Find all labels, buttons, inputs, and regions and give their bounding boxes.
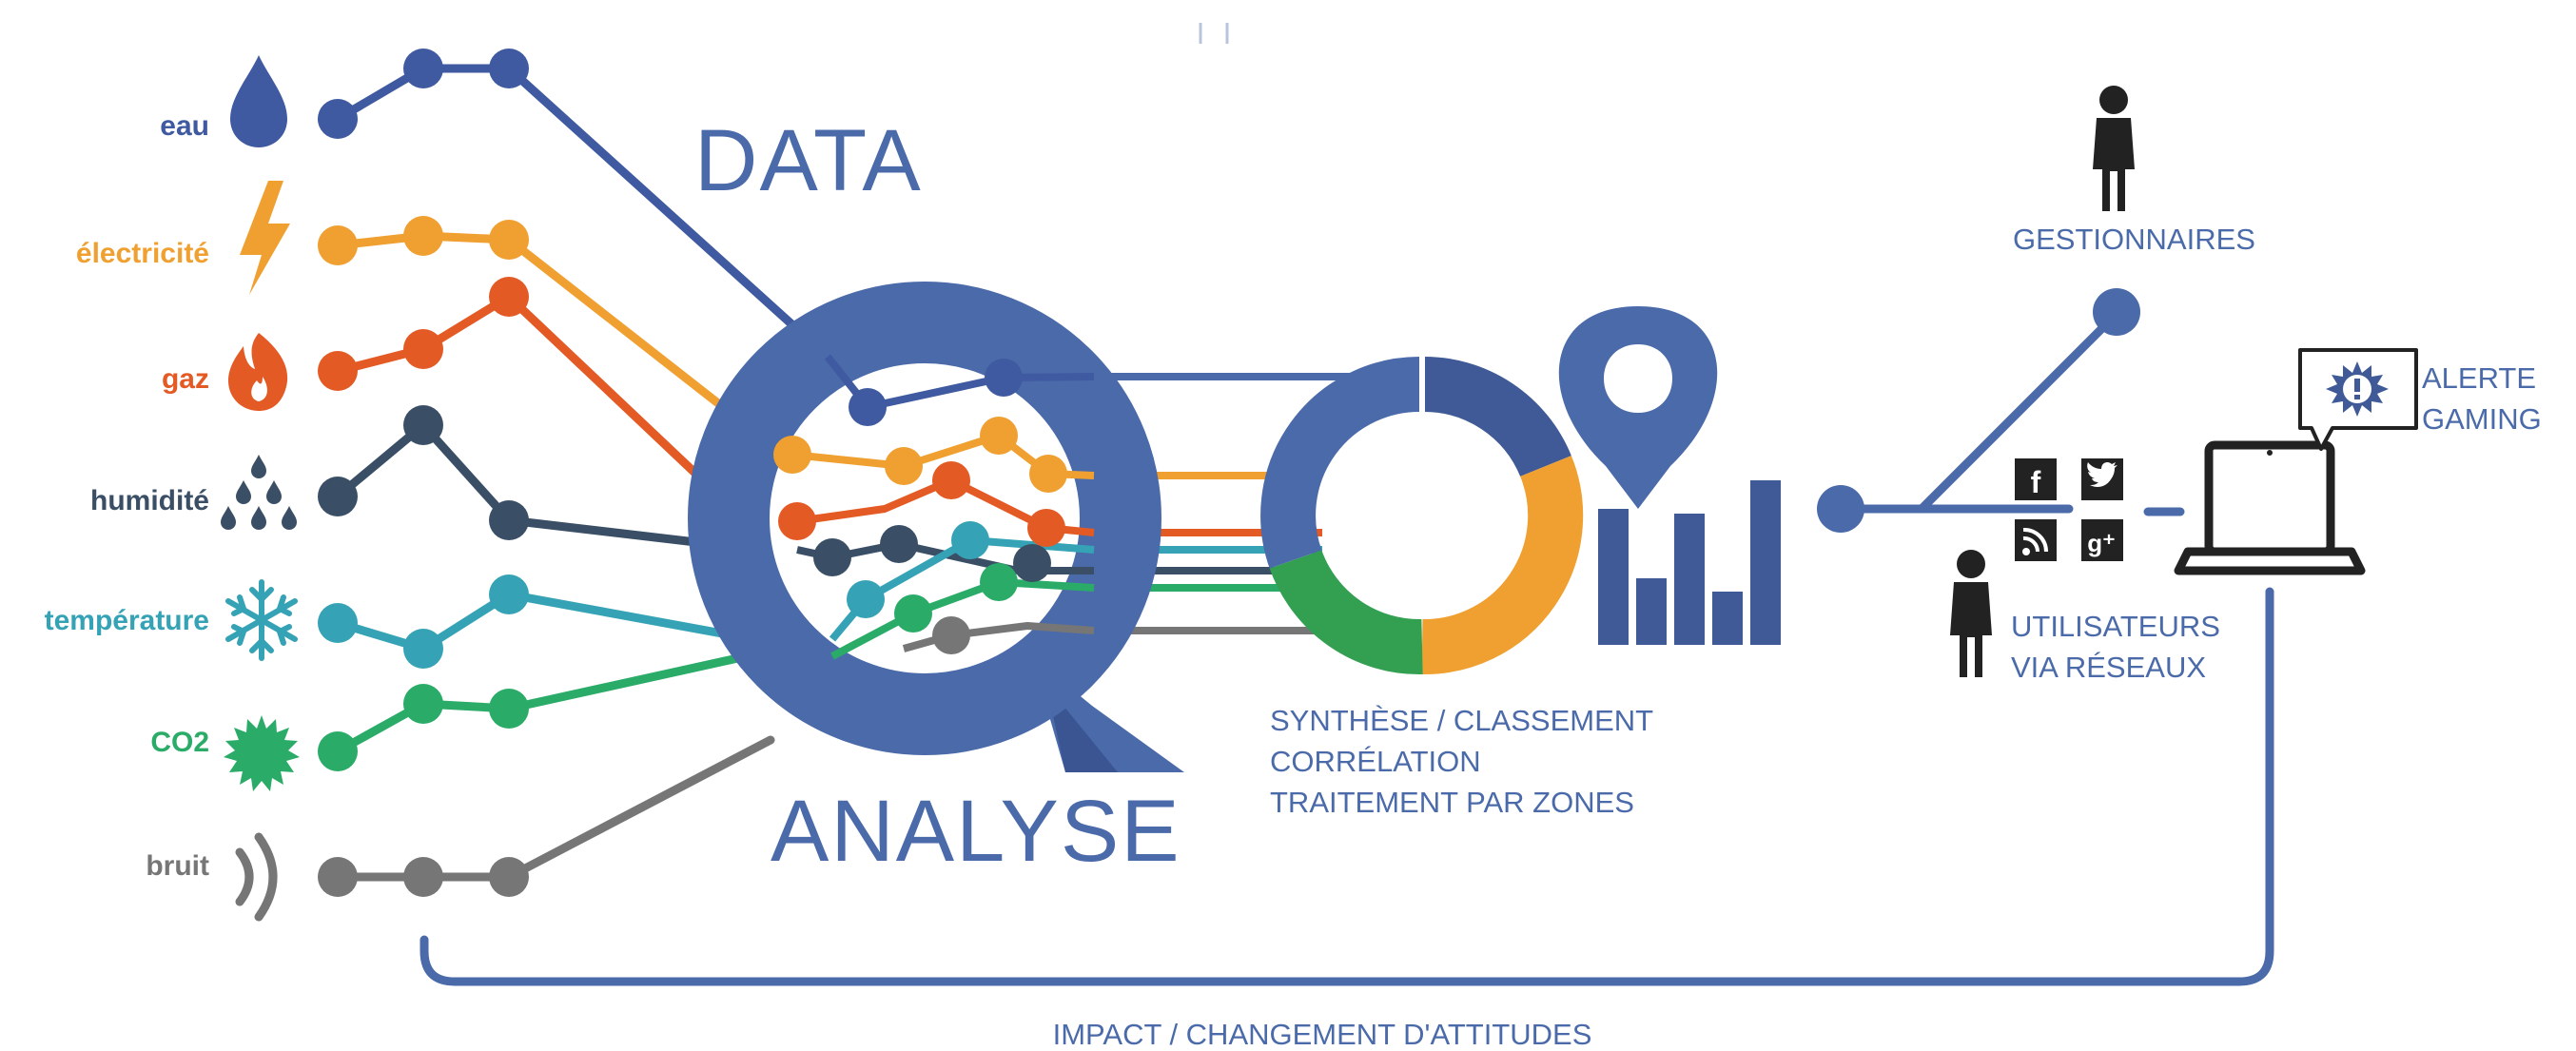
flame-icon <box>228 333 288 411</box>
sensor-label-gaz: gaz <box>162 363 209 395</box>
svg-text:f: f <box>2031 465 2041 499</box>
impact-feedback-loop <box>420 587 2274 986</box>
eau-node <box>489 49 529 88</box>
gaz-node <box>403 329 443 369</box>
co2-line <box>333 642 794 756</box>
co2-node <box>318 731 358 771</box>
sensor-nodes <box>318 49 529 897</box>
co2-node <box>489 689 529 729</box>
humidite-node <box>403 405 443 445</box>
sensor-label-eau: eau <box>160 110 209 142</box>
temperature-line <box>333 590 737 653</box>
processing-line-3: TRAITEMENT PAR ZONES <box>1270 786 1634 819</box>
top-mark <box>1199 23 1229 44</box>
eau-node <box>318 99 358 139</box>
electricite-node <box>318 225 358 265</box>
humidite-node <box>318 477 358 516</box>
analyse-title: ANALYSE <box>771 783 1181 880</box>
alert-bubble-icon <box>2298 348 2418 451</box>
alert-label-line-2: GAMING <box>2422 402 2542 436</box>
user-person-icon <box>1950 550 1992 677</box>
electricite-node <box>489 220 529 260</box>
sensor-lines <box>333 64 832 882</box>
co2-burst-icon <box>224 715 300 791</box>
gaz-line <box>333 292 728 504</box>
snowflake-icon <box>225 579 298 661</box>
humidite-node <box>489 500 529 540</box>
lightning-icon <box>240 181 290 295</box>
eau-node <box>403 49 443 88</box>
temperature-node <box>318 603 358 643</box>
impact-label: IMPACT / CHANGEMENT D'ATTITUDES <box>1053 1018 1592 1051</box>
co2-node <box>403 684 443 724</box>
sensor-labels: eau électricité gaz humidité température… <box>45 110 209 882</box>
distribution-node <box>1817 485 1864 533</box>
gaz-node <box>318 351 358 391</box>
bruit-line <box>333 735 775 882</box>
water-drop-icon <box>230 55 287 147</box>
bruit-node <box>489 857 529 897</box>
bruit-node <box>403 857 443 897</box>
laptop-icon <box>2174 440 2366 575</box>
lens-dots <box>773 359 1067 654</box>
sound-waves-icon <box>235 832 278 922</box>
facebook-icon[interactable] <box>2015 458 2057 500</box>
electricite-node <box>403 216 443 256</box>
alert-label-line-1: ALERTE <box>2422 361 2536 395</box>
users-label-line-2: VIA RÉSEAUX <box>2011 651 2206 684</box>
donut-chart-icon <box>1260 356 1584 675</box>
eau-line <box>333 64 832 361</box>
temperature-node <box>489 574 529 614</box>
laptop-camera <box>2267 450 2273 456</box>
google-plus-icon[interactable] <box>2081 519 2123 561</box>
distribution-lines <box>1836 309 2185 516</box>
humidite-line <box>333 420 766 555</box>
location-pin-icon <box>1558 306 1718 509</box>
magnifier-icon <box>688 282 1184 772</box>
social-icons: f g⁺ <box>2015 458 2123 561</box>
data-title: DATA <box>694 112 923 209</box>
processing-line-1: SYNTHÈSE / CLASSEMENT <box>1270 704 1653 737</box>
processing-text: SYNTHÈSE / CLASSEMENT CORRÉLATION TRAITE… <box>1270 704 1653 819</box>
sensor-label-electricite: électricité <box>76 238 209 269</box>
processing-line-2: CORRÉLATION <box>1270 745 1481 778</box>
rss-icon[interactable] <box>2015 519 2057 561</box>
svg-text:g⁺: g⁺ <box>2087 529 2116 557</box>
raindrops-icon <box>221 455 297 530</box>
manager-person-icon <box>2093 86 2135 211</box>
magnifier-ring <box>688 282 1161 755</box>
users-label-line-1: UTILISATEURS <box>2011 610 2220 643</box>
managers-label: GESTIONNAIRES <box>2013 223 2255 256</box>
electricite-line <box>333 231 728 412</box>
sensor-label-bruit: bruit <box>146 850 209 882</box>
bruit-node <box>318 857 358 897</box>
donut-gap <box>1419 357 1425 414</box>
sensor-label-co2: CO2 <box>150 727 209 758</box>
gaz-node <box>489 277 529 317</box>
temperature-node <box>403 629 443 669</box>
sensor-label-temperature: température <box>45 605 209 636</box>
sensor-label-humidite: humidité <box>90 485 209 516</box>
bar-chart-icon <box>1598 480 1781 645</box>
managers-node <box>2093 288 2140 336</box>
